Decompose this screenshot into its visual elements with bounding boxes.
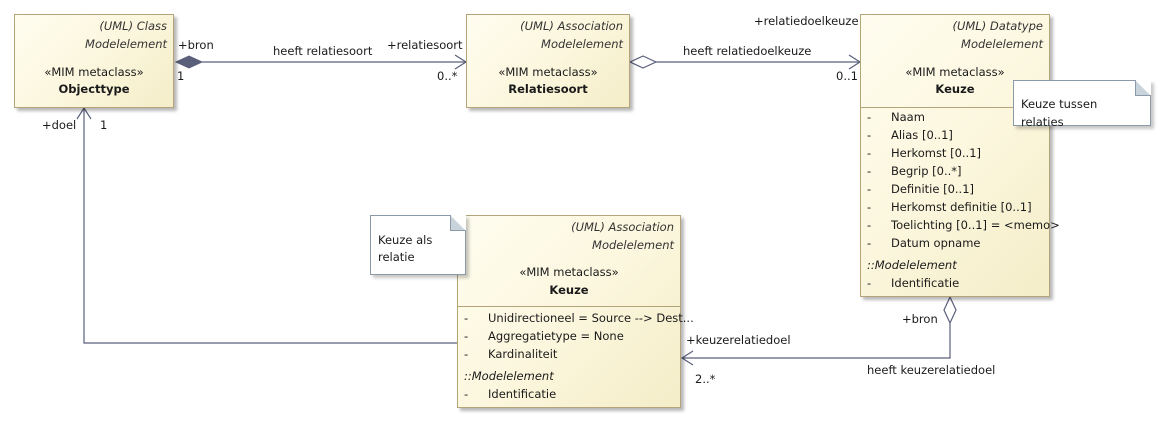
class-name: Relatiesoort (508, 82, 588, 96)
stereotype: «MIM metaclass» (498, 65, 598, 79)
inherited-group-label: ::Modelelement (867, 258, 957, 272)
objecttype-class[interactable]: (UML) Class Modelelement «MIM metaclass»… (14, 14, 174, 108)
relatiesoort-class[interactable]: (UML) Association Modelelement «MIM meta… (466, 14, 630, 108)
doel-line[interactable] (83, 108, 457, 344)
role-label-relatiedoelkeuze: +relatiedoelkeuze (754, 14, 859, 28)
multiplicity-label: 1 (177, 69, 185, 83)
multiplicity-label: 2..* (695, 372, 716, 386)
note-text-line1: Keuze als (378, 233, 433, 247)
aggregation-diamond-icon (628, 55, 658, 69)
metaclass-header: (UML) Datatype (952, 19, 1043, 33)
metaclass-header: (UML) Association (571, 220, 674, 234)
metaclass-header-sub: Modelelement (541, 37, 623, 51)
open-arrow-icon (76, 106, 92, 120)
keuze-association-class[interactable]: (UML) Association Modelelement «MIM meta… (457, 215, 694, 408)
note-keuze-als-relatie[interactable]: Keuze als relatie (370, 215, 466, 275)
metaclass-header-sub: Modelelement (592, 238, 674, 252)
composition-diamond-icon (174, 55, 204, 69)
aggregation-diamond-icon (943, 295, 957, 325)
class-name: Keuze (549, 283, 589, 297)
open-arrow-icon (680, 350, 694, 366)
connector-name-label: heeft keuzerelatiedoel (867, 363, 996, 377)
multiplicity-label: 0..* (437, 69, 458, 83)
class-name: Objecttype (58, 82, 130, 96)
stereotype: «MIM metaclass» (905, 65, 1005, 79)
heeft-keuzerelatiedoel-line[interactable] (682, 323, 951, 359)
role-label-doel: +doel (42, 118, 77, 132)
metaclass-header: (UML) Association (520, 19, 623, 33)
compartment-divider (861, 107, 1049, 108)
metaclass-header-sub: Modelelement (961, 37, 1043, 51)
class-name: Keuze (935, 82, 975, 96)
metaclass-header: (UML) Class (99, 19, 167, 33)
inherited-group-label: ::Modelelement (464, 369, 554, 383)
note-keuze-tussen-relaties[interactable]: Keuze tussen relaties (1013, 80, 1151, 129)
note-text-line2: relatie (378, 250, 415, 264)
compartment-divider (458, 306, 680, 307)
stereotype: «MIM metaclass» (44, 65, 144, 79)
role-label-keuzerelatiedoel: +keuzerelatiedoel (686, 333, 791, 347)
connector-name-label: heeft relatiedoelkeuze (683, 44, 812, 58)
role-label-bron: +bron (902, 312, 938, 326)
note-fold-icon (1135, 80, 1151, 96)
stereotype: «MIM metaclass» (519, 265, 619, 279)
role-label-bron: +bron (178, 38, 214, 52)
multiplicity-label: 0..1 (836, 69, 858, 83)
note-fold-line (450, 215, 466, 231)
note-fold-line (1135, 80, 1151, 96)
connector-name-label: heeft relatiesoort (273, 44, 373, 58)
multiplicity-label: 1 (100, 118, 108, 132)
role-label-relatiesoort: +relatiesoort (387, 38, 463, 52)
metaclass-header-sub: Modelelement (85, 37, 167, 51)
note-fold-icon (450, 215, 466, 231)
keuze-datatype-class[interactable]: (UML) Datatype Modelelement «MIM metacla… (860, 14, 1060, 297)
note-text: Keuze tussen relaties (1021, 97, 1098, 129)
